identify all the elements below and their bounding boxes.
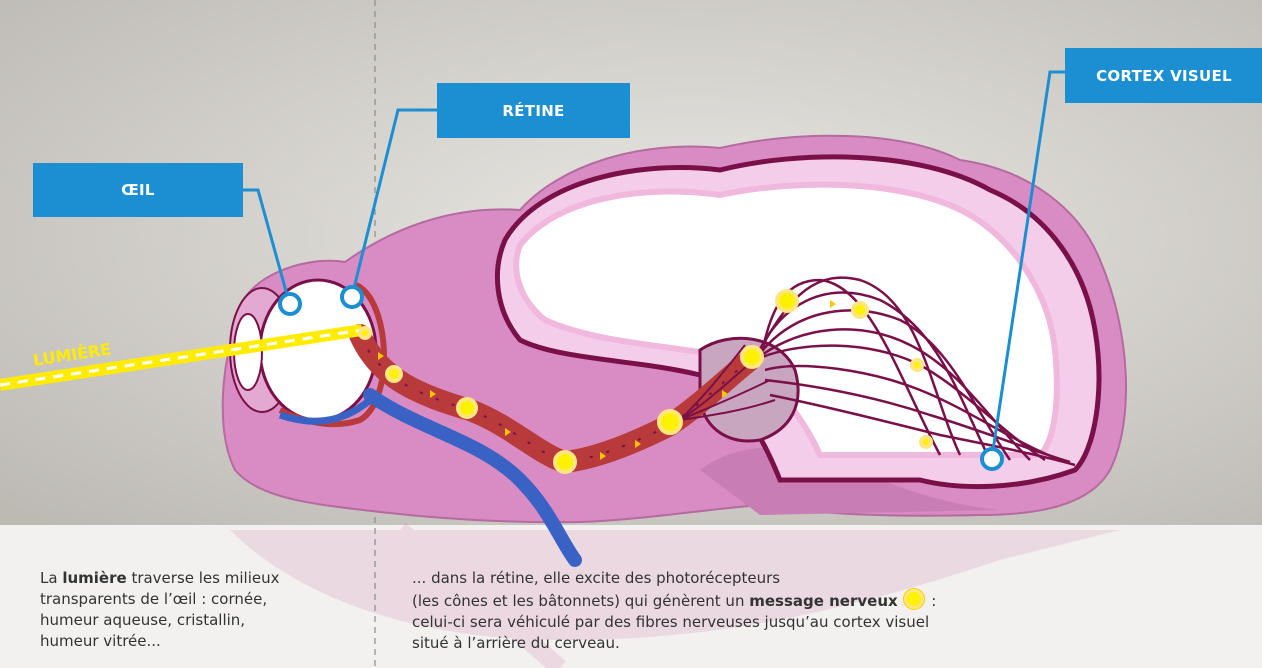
nerve-message-dot [659, 411, 681, 433]
caption-left-highlight: lumière [62, 569, 126, 587]
caption-right: ... dans la rétine, elle excite des phot… [412, 568, 1172, 654]
nerve-message-icon [904, 589, 924, 609]
retina-marker [342, 287, 362, 307]
nerve-message-dot [777, 291, 797, 311]
caption-right-highlight: message nerveux [749, 592, 897, 610]
nerve-message-dot [360, 328, 370, 338]
label-eye: ŒIL [33, 163, 243, 217]
nerve-message-dot [555, 452, 575, 472]
nerve-message-dot [853, 303, 867, 317]
eye-marker [280, 294, 300, 314]
label-retina-text: RÉTINE [502, 102, 564, 120]
label-retina: RÉTINE [437, 83, 630, 138]
nerve-message-dot [912, 360, 922, 370]
nerve-message-dot [458, 399, 476, 417]
label-eye-text: ŒIL [121, 181, 155, 199]
nerve-message-dot [387, 367, 401, 381]
label-visual-cortex-text: CORTEX VISUEL [1096, 67, 1232, 85]
nerve-message-dot [921, 437, 931, 447]
nerve-message-dot [742, 347, 762, 367]
cortex-marker [982, 449, 1002, 469]
caption-left: La lumière traverse les milieux transpar… [40, 568, 340, 652]
label-visual-cortex: CORTEX VISUEL [1065, 48, 1262, 103]
